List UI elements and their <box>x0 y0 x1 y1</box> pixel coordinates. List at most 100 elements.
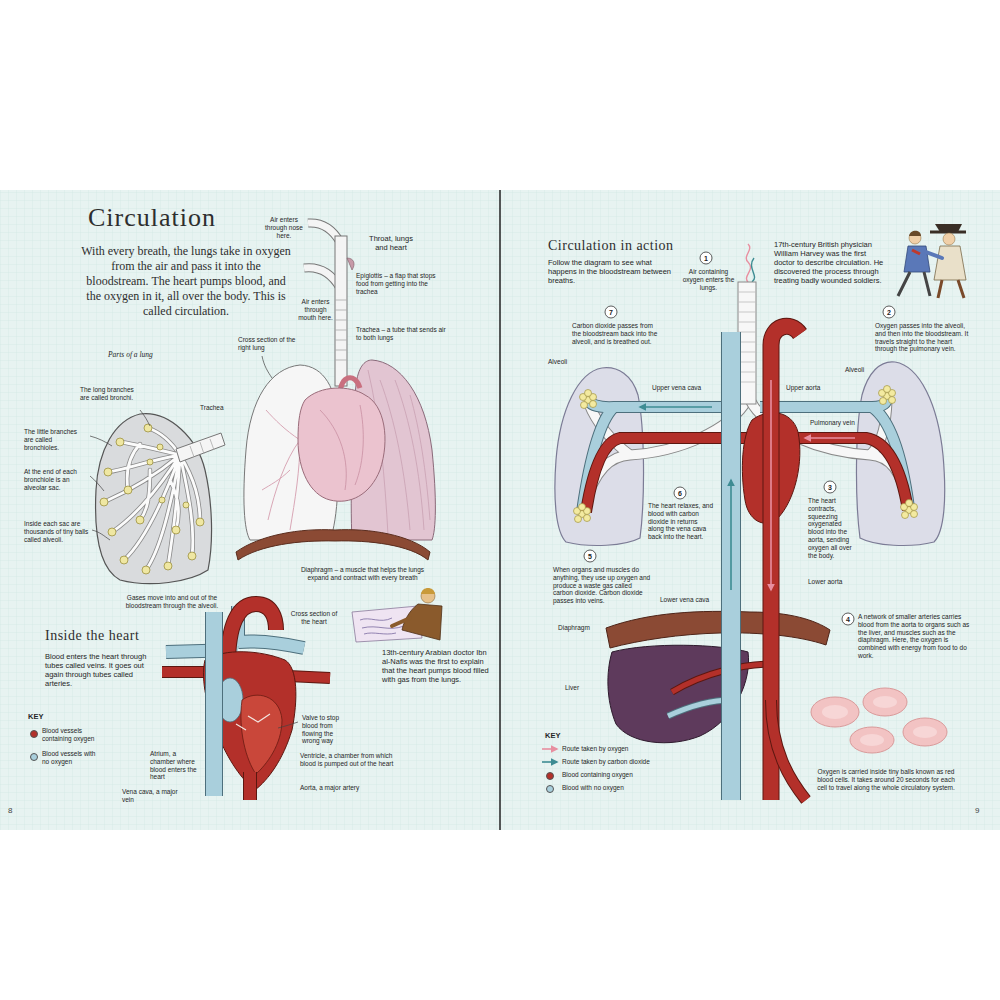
lung-parts-drawing <box>142 566 150 574</box>
part-label: Lower aorta <box>808 578 850 586</box>
red-blood-cells <box>860 734 884 746</box>
key-route-samples <box>542 761 557 763</box>
note-text: Gases move into and out of the bloodstre… <box>122 594 222 610</box>
key-route-samples <box>542 749 557 762</box>
figure-heading: Throat, lungs and heart <box>362 234 420 252</box>
legend-text: Blood containing oxygen <box>562 771 692 779</box>
lung-parts-drawing <box>90 410 150 540</box>
callout-number: 4 <box>841 615 855 624</box>
circulation-drawing <box>805 437 855 439</box>
legend-text: Blood vessels with no oxygen <box>42 750 104 766</box>
part-label: Trachea – a tube that sends air to both … <box>356 326 451 342</box>
part-label: The long branches are called bronchi. <box>80 386 138 402</box>
lung-parts-drawing <box>190 439 214 457</box>
part-label: The little branches are called bronchiol… <box>24 428 88 451</box>
key-route-samples <box>542 748 557 750</box>
ibn-al-nafis-picture <box>392 618 410 626</box>
callout-circles <box>584 550 596 562</box>
lung-parts-drawing <box>164 562 172 570</box>
circulation-drawing <box>770 380 772 590</box>
step-text: Air containing oxygen enters the lungs. <box>682 268 735 291</box>
circulation-drawing <box>771 700 806 800</box>
lung-parts-drawing <box>100 498 108 506</box>
part-label: Air enters through mouth here. <box>297 298 334 321</box>
red-blood-cells <box>873 696 897 708</box>
lung-parts-drawing <box>188 552 196 560</box>
circulation-drawing <box>590 401 597 408</box>
page-ground <box>0 190 1000 830</box>
step-text: Carbon dioxide passes from the bloodstre… <box>572 322 660 345</box>
legend-swatch <box>546 785 554 793</box>
intro-text: With every breath, the lungs take in oxy… <box>80 244 292 319</box>
lung-parts-drawing <box>147 459 153 465</box>
red-blood-cells <box>822 705 848 719</box>
step-text: The heart relaxes, and blood with carbon… <box>648 502 714 541</box>
red-blood-cells <box>811 697 859 727</box>
lung-parts-drawing <box>183 502 189 508</box>
circulation-drawing <box>606 611 830 648</box>
part-label: Alveoli <box>548 358 578 366</box>
circulation-drawing <box>746 244 750 282</box>
callout-circles <box>605 306 617 318</box>
part-label: Ventricle, a chamber from which blood is… <box>300 752 400 768</box>
lung-parts-drawing <box>196 518 204 526</box>
part-label: Cross section of the right lung <box>238 336 296 352</box>
part-label: Upper aorta <box>786 384 836 392</box>
part-label: Air enters through nose here. <box>262 216 306 239</box>
key-heading: KEY <box>545 731 585 740</box>
part-label: Epiglottis – a flap that stops food from… <box>356 272 448 295</box>
circulation-drawing <box>902 512 909 519</box>
part-label: Alveoli <box>845 366 875 374</box>
legend-text: Blood vessels containing oxygen <box>42 727 104 743</box>
circulation-drawing <box>584 515 591 522</box>
circulation-drawing <box>640 406 712 408</box>
callout-circles <box>883 306 895 318</box>
circulation-drawing <box>911 511 918 518</box>
section-heading: Inside the heart <box>45 628 205 645</box>
note-text: Oxygen is carried inside tiny balls know… <box>816 768 956 791</box>
legend-swatch <box>546 772 554 780</box>
part-label: Upper vena cava <box>652 384 714 392</box>
part-label: Vena cava, a major vein <box>122 788 180 804</box>
key-heading: KEY <box>28 712 68 721</box>
step-text: Oxygen passes into the alveoli, and then… <box>875 322 975 353</box>
part-label: Lower vena cava <box>660 596 718 604</box>
legend-swatch <box>30 753 38 761</box>
callout-number: 7 <box>604 308 618 317</box>
section-text: Blood enters the heart through tubes cal… <box>45 652 150 688</box>
step-text: When organs and muscles do anything, the… <box>553 566 653 605</box>
william-harvey-picture <box>898 272 930 296</box>
red-blood-cells <box>913 726 937 738</box>
william-harvey-picture <box>943 233 955 245</box>
circulation-drawing <box>574 386 918 523</box>
callout-number: 6 <box>673 489 687 498</box>
william-harvey-picture <box>912 250 920 254</box>
callout-circles <box>842 613 854 625</box>
throat-lungs-heart-drawing <box>236 530 430 560</box>
page-number: 8 <box>8 806 22 816</box>
throat-lungs-heart-drawing <box>262 410 300 530</box>
circulation-drawing <box>880 398 887 405</box>
section-heading: Circulation in action <box>548 238 748 255</box>
circulation-drawing <box>884 386 891 393</box>
page-number: 9 <box>975 806 989 816</box>
lung-parts-drawing <box>90 410 225 584</box>
lung-parts-drawing <box>96 414 212 584</box>
circulation-drawing <box>585 390 592 397</box>
lung-parts-drawing <box>104 468 112 476</box>
part-label: Atrium, a chamber where blood enters the… <box>150 750 202 781</box>
circulation-drawing <box>722 332 740 800</box>
lung-parts-drawing <box>157 444 163 450</box>
part-label: Diaphragm – a muscle that helps the lung… <box>300 566 425 582</box>
william-harvey-picture <box>898 224 966 298</box>
ibn-al-nafis-picture <box>352 588 442 642</box>
throat-lungs-heart-drawing <box>347 258 354 270</box>
history-note: 13th-century Arabian doctor Ibn al-Nafis… <box>382 648 492 684</box>
figure-heading: Parts of a lung <box>108 350 188 359</box>
lung-parts-drawing <box>120 556 128 564</box>
callout-number: 3 <box>823 483 837 492</box>
circulation-drawing <box>906 500 913 507</box>
legend-text: Route taken by oxygen <box>562 745 692 753</box>
